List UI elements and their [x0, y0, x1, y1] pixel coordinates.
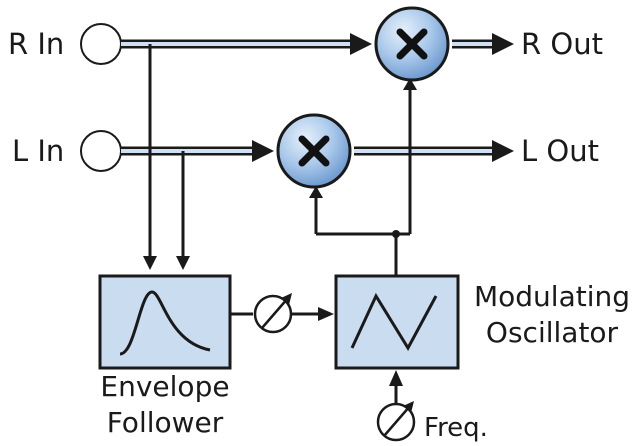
variable-knob-icon: [261, 297, 289, 329]
multiply-icon: [396, 28, 428, 60]
envelope-label-line1: Envelope: [100, 370, 229, 403]
r-out-arrowhead: [492, 33, 514, 55]
tap-arrowhead: [176, 256, 190, 270]
envelope-label-line2: Follower: [107, 406, 224, 439]
r-multiplier: [374, 6, 450, 82]
triangle-wave-icon: [350, 292, 438, 352]
r-bus-arrowhead: [350, 33, 372, 55]
depth-arrowhead: [318, 307, 334, 321]
l-in-label: L In: [12, 134, 64, 168]
r-input-jack-icon: [80, 23, 122, 65]
l-multiplier: [276, 113, 352, 189]
mod-arrowhead: [403, 78, 417, 90]
l-bus-arrowhead: [252, 140, 274, 162]
envelope-curve-icon: [119, 290, 211, 356]
l-output-bus: [354, 140, 514, 162]
r-output-bus: [452, 33, 514, 55]
freq-arrowhead: [389, 370, 403, 386]
oscillator-label-line2: Oscillator: [486, 316, 619, 349]
r-in-label: R In: [8, 27, 64, 61]
modulating-oscillator-block: [334, 274, 460, 370]
freq-label: Freq.: [424, 413, 488, 443]
frequency-control: [376, 401, 416, 442]
oscillator-label-line1: Modulating: [474, 280, 630, 313]
variable-knob-icon: [383, 405, 411, 437]
envelope-follower-block: [98, 274, 232, 370]
mod-arrowhead: [309, 186, 323, 198]
sidechain-taps: [148, 44, 185, 258]
l-out-arrowhead: [492, 140, 514, 162]
l-signal-bus: [121, 140, 274, 162]
junction-dot: [392, 230, 400, 238]
depth-control: [253, 293, 293, 334]
l-input-jack-icon: [80, 130, 122, 172]
multiply-icon: [298, 135, 330, 167]
r-out-label: R Out: [521, 27, 603, 61]
l-out-label: L Out: [521, 134, 599, 168]
tap-arrowhead: [143, 256, 157, 270]
r-signal-bus: [121, 33, 372, 55]
